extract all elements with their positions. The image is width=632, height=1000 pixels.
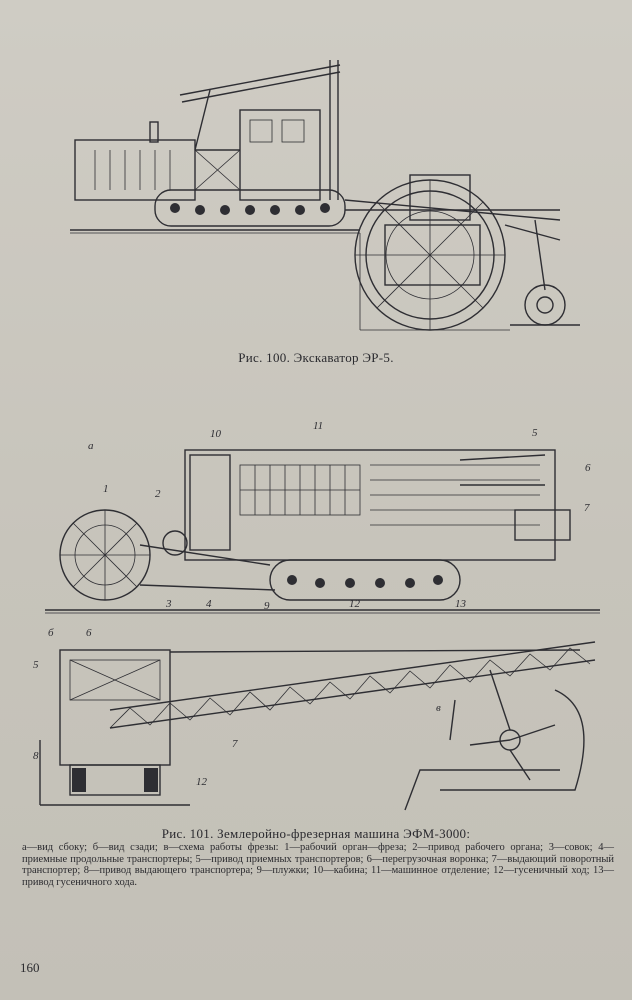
figure-101-side-view [45, 449, 600, 614]
view-label-b: б [48, 627, 54, 639]
callout-7a: 7 [584, 502, 590, 514]
callout-3: 3 [166, 598, 172, 610]
callout-10: 10 [210, 428, 221, 440]
callout-1: 1 [103, 483, 109, 495]
callout-9: 9 [264, 600, 270, 612]
callout-5b: 5 [33, 659, 39, 671]
figure-100-drawing [70, 60, 580, 331]
view-label-v: в [436, 702, 441, 714]
callout-6a: 6 [585, 462, 591, 474]
page-number: 160 [20, 960, 40, 975]
callout-12b: 12 [196, 776, 207, 788]
figure-101-caption: Рис. 101. Землеройно-фрезерная машина ЭФ… [161, 826, 471, 841]
callout-5a: 5 [532, 427, 538, 439]
callout-6b: 6 [86, 627, 92, 639]
figure-101-legend: а—вид сбоку; б—вид сзади; в—схема работы… [22, 842, 614, 888]
figure-101-rear-view [39, 641, 596, 811]
callout-7b: 7 [232, 738, 238, 750]
view-label-a: а [88, 440, 94, 452]
figure-100-caption: Рис. 100. Экскаватор ЭР-5. [238, 350, 394, 365]
callout-12a: 12 [349, 598, 360, 610]
callout-11: 11 [313, 420, 324, 432]
callout-2: 2 [155, 488, 161, 500]
callout-8: 8 [33, 750, 39, 762]
callout-4: 4 [206, 598, 212, 610]
callout-13: 13 [455, 598, 466, 610]
